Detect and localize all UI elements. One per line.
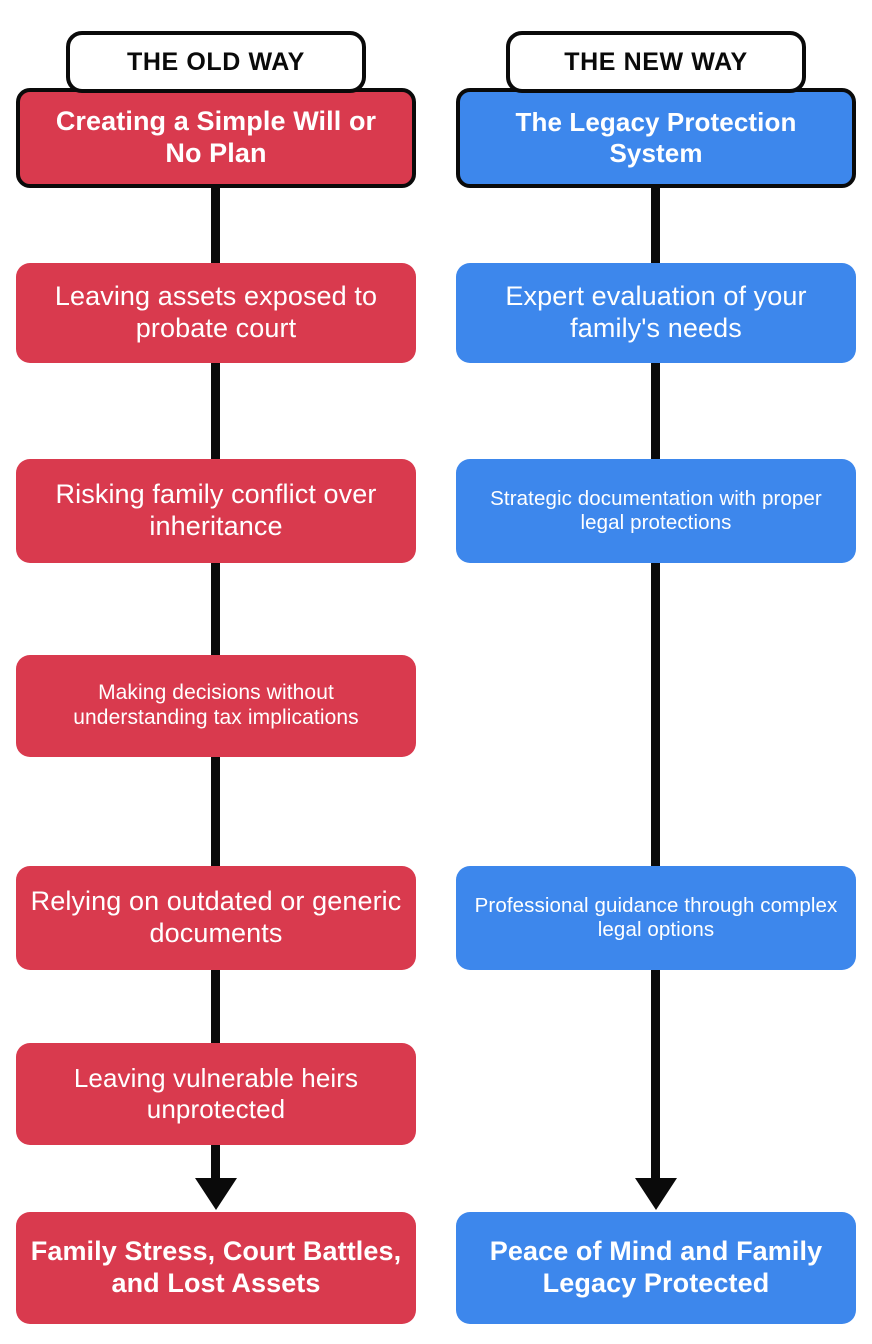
node-left-2[interactable]: Leaving assets exposed to probate court [16, 263, 416, 363]
node-right-3[interactable]: Strategic documentation with proper lega… [456, 459, 856, 563]
connector-right-4 [651, 968, 660, 1193]
connector-right-1 [651, 185, 660, 265]
header-pill-new-way[interactable]: THE NEW WAY [506, 31, 806, 93]
connector-right-2 [651, 363, 660, 461]
node-right-4[interactable]: Professional guidance through complex le… [456, 866, 856, 970]
node-right-4-label: Professional guidance through complex le… [474, 893, 838, 941]
header-pill-new-way-label: THE NEW WAY [564, 47, 748, 76]
header-pill-old-way[interactable]: THE OLD WAY [66, 31, 366, 93]
node-right-1[interactable]: The Legacy Protection System [456, 88, 856, 188]
node-left-1[interactable]: Creating a Simple Will or No Plan [16, 88, 416, 188]
node-right-2[interactable]: Expert evaluation of your family's needs [456, 263, 856, 363]
arrow-head-right [635, 1178, 677, 1210]
connector-left-4 [211, 757, 220, 867]
node-right-2-label: Expert evaluation of your family's needs [505, 281, 807, 343]
node-left-7[interactable]: Family Stress, Court Battles, and Lost A… [16, 1212, 416, 1324]
connector-left-2 [211, 363, 220, 461]
node-left-5-label: Relying on outdated or generic documents [30, 886, 402, 948]
arrow-head-left [195, 1178, 237, 1210]
node-left-4[interactable]: Making decisions without understanding t… [16, 655, 416, 757]
header-pill-old-way-label: THE OLD WAY [127, 47, 305, 76]
node-left-2-label: Leaving assets exposed to probate court [54, 281, 378, 343]
connector-right-3 [651, 563, 660, 867]
node-left-7-label: Family Stress, Court Battles, and Lost A… [30, 1236, 402, 1298]
connector-left-1 [211, 185, 220, 265]
node-left-5[interactable]: Relying on outdated or generic documents [16, 866, 416, 970]
connector-left-6 [211, 1143, 220, 1193]
connector-left-3 [211, 563, 220, 659]
node-right-5-label: Peace of Mind and Family Legacy Protecte… [489, 1236, 823, 1298]
node-right-3-label: Strategic documentation with proper lega… [490, 486, 822, 534]
node-left-6-label: Leaving vulnerable heirs unprotected [73, 1063, 359, 1124]
node-left-3[interactable]: Risking family conflict over inheritance [16, 459, 416, 563]
connector-left-5 [211, 968, 220, 1046]
node-left-4-label: Making decisions without understanding t… [73, 681, 359, 729]
node-left-1-label: Creating a Simple Will or No Plan [55, 106, 377, 168]
node-left-6[interactable]: Leaving vulnerable heirs unprotected [16, 1043, 416, 1145]
node-right-5[interactable]: Peace of Mind and Family Legacy Protecte… [456, 1212, 856, 1324]
node-left-3-label: Risking family conflict over inheritance [55, 479, 377, 541]
node-right-1-label: The Legacy Protection System [515, 107, 797, 168]
